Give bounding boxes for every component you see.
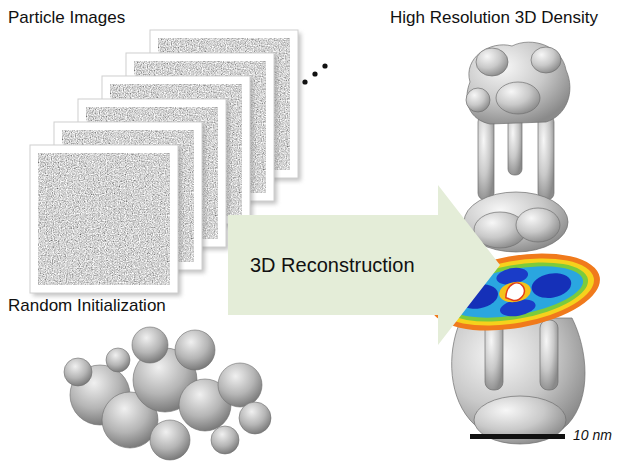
ellipsis-dots [302,63,327,84]
arrow-body [228,185,500,345]
random-blob [64,327,271,460]
density-map-top [464,42,570,252]
panel-heading: High Resolution 3D Density [390,8,598,28]
scale-bar [470,434,565,439]
scale-label: 10 nm [573,427,612,443]
process-arrow: 3D Reconstruction [228,185,500,345]
panel-heading: Particle Images [8,8,125,28]
node-text: 3D Reconstruction [250,254,415,277]
panel-heading: Random Initialization [8,296,166,316]
